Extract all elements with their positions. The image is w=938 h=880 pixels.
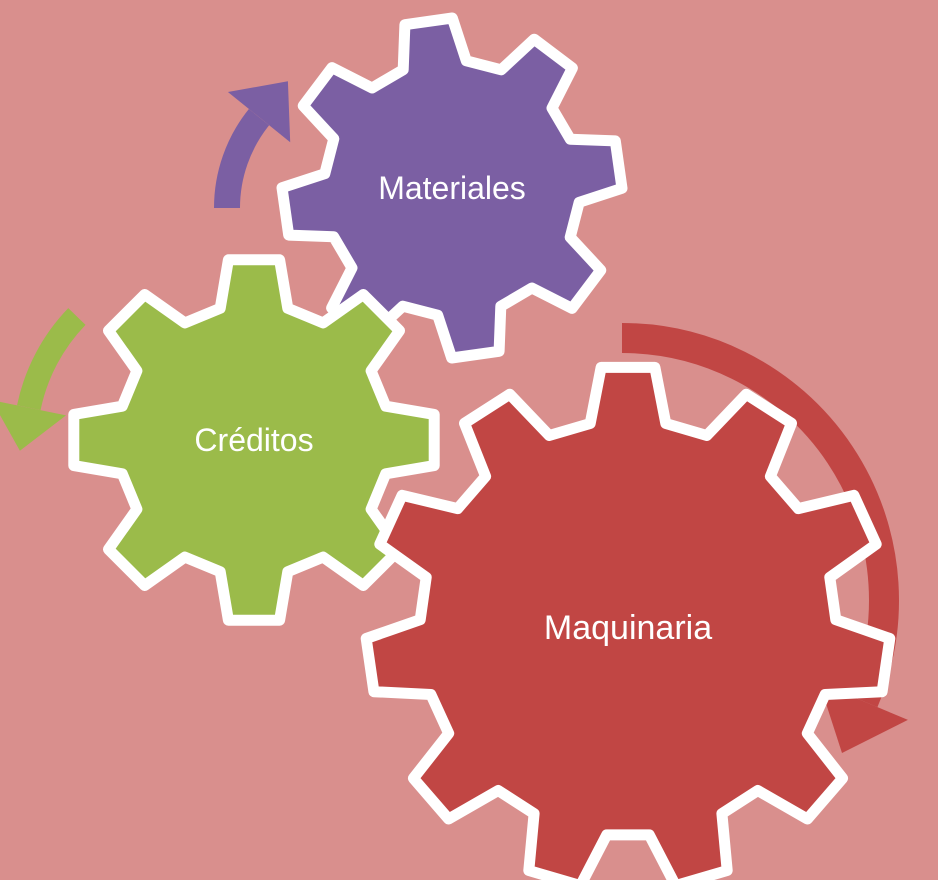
gear-materiales: Materiales xyxy=(276,12,628,364)
materiales-arrow-shaft xyxy=(214,108,270,209)
gear-maquinaria: Maquinaria xyxy=(360,361,896,880)
arrows-layer xyxy=(0,81,908,753)
creditos-arrow-shaft xyxy=(17,308,86,411)
gear-creditos-shape xyxy=(68,254,440,626)
materiales-arrow-head xyxy=(227,81,291,143)
creditos-arrow-head xyxy=(0,401,66,451)
gear-maquinaria-label: Maquinaria xyxy=(544,609,712,647)
gear-materiales-shape xyxy=(276,12,628,364)
gear-creditos-label: Créditos xyxy=(194,422,313,458)
maquinaria-arrow-head xyxy=(819,682,908,753)
gear-creditos: Créditos xyxy=(68,254,440,626)
gear-materiales-label: Materiales xyxy=(378,170,526,206)
gear-maquinaria-shape xyxy=(360,361,896,880)
maquinaria-arrow-shaft xyxy=(621,323,899,708)
